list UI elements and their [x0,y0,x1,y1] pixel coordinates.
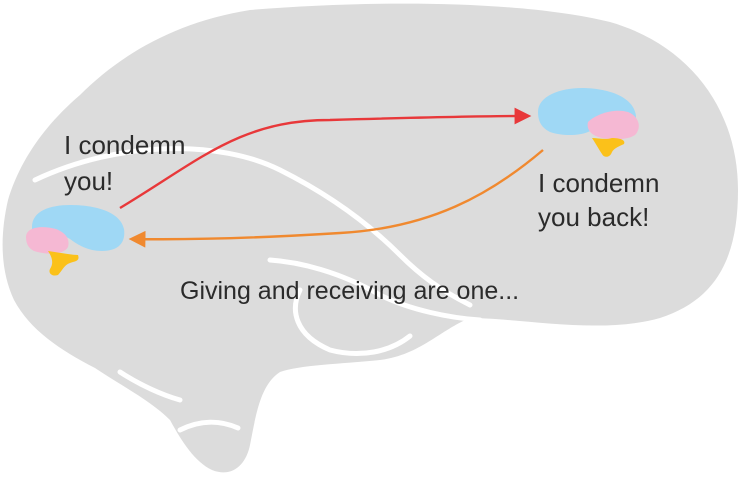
left-label-line1: I condemn [64,130,185,160]
right-label-line1: I condemn [538,168,659,198]
arrow-condemn-back [128,149,544,248]
fold-line-cerebellum-2 [117,369,183,403]
fold-line-lower [267,257,483,323]
arrow-condemn-forward [119,107,532,210]
brain-icon-left [26,205,125,276]
left-label-line2: you! [64,166,113,196]
temporal-lobe-shape [26,227,69,254]
brain-icon-right [538,88,639,157]
fold-line-central [32,146,473,308]
left-label: I condemn you! [64,130,193,196]
fold-line-temporal [292,287,413,357]
cerebrum-shape [32,205,125,251]
right-label: I condemn you back! [538,168,667,232]
temporal-lobe-shape [587,110,639,140]
fold-line-cerebellum [177,419,241,433]
caption: Giving and receiving are one... [180,277,519,305]
right-label-line2: you back! [538,202,649,232]
brainstem-shape [592,138,625,157]
brainstem-shape [48,251,79,276]
